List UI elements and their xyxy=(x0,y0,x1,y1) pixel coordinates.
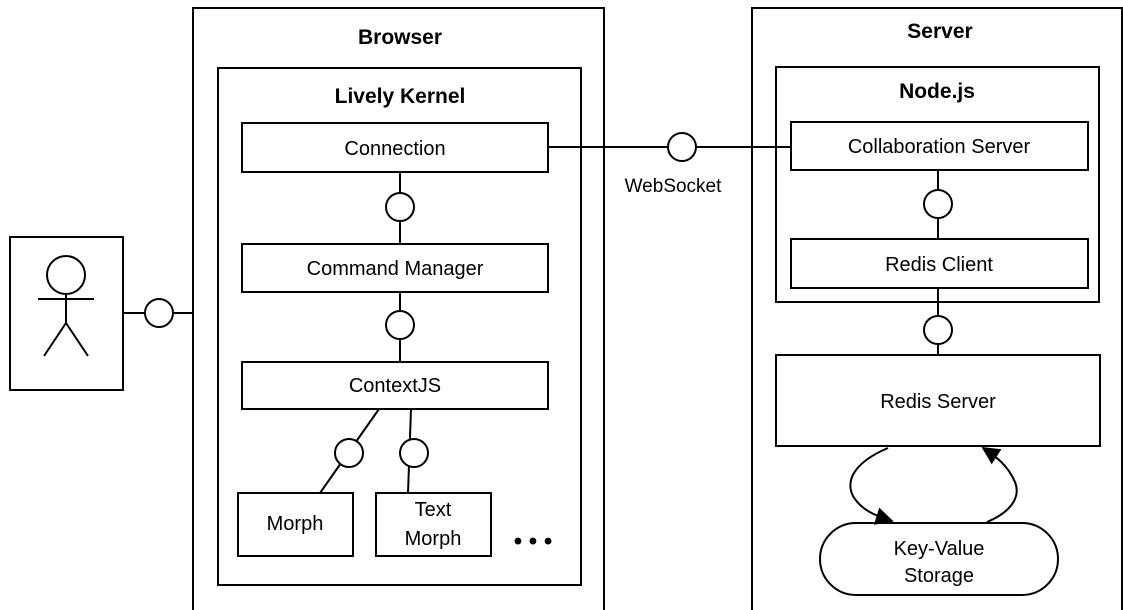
collab-redisclient-interface-icon xyxy=(923,189,953,219)
connection-label: Connection xyxy=(344,138,445,160)
morph-label: Morph xyxy=(267,513,324,535)
command-manager-label: Command Manager xyxy=(307,258,484,280)
collaboration-server-component xyxy=(790,121,1089,171)
contextjs-label: ContextJS xyxy=(349,375,441,397)
server-title: Server xyxy=(907,20,972,43)
connection-component xyxy=(241,122,549,173)
arrow-to-redis-server xyxy=(981,447,1018,523)
redis-client-label: Redis Client xyxy=(885,254,993,276)
morph-component xyxy=(237,492,354,557)
user-icon xyxy=(38,255,94,357)
key-value-storage xyxy=(819,522,1059,596)
browser-container xyxy=(192,7,605,610)
connection-command-interface-icon xyxy=(385,192,415,222)
lively-kernel-title: Lively Kernel xyxy=(335,85,466,108)
text-morph-label-line2: Morph xyxy=(405,528,462,550)
kv-storage-label-line2: Storage xyxy=(904,565,974,587)
websocket-label: WebSocket xyxy=(625,176,723,197)
command-manager-component xyxy=(241,243,549,293)
command-contextjs-interface-icon xyxy=(385,310,415,340)
user-browser-interface-icon xyxy=(144,298,174,328)
redis-server-label: Redis Server xyxy=(880,391,996,413)
contextjs-textmorph-interface-icon xyxy=(399,438,429,468)
kv-storage-label-line1: Key-Value xyxy=(894,538,985,560)
text-morph-component xyxy=(375,492,492,557)
redis-client-component xyxy=(790,238,1089,289)
collaboration-server-label: Collaboration Server xyxy=(848,136,1031,158)
redisclient-redisserver-interface-icon xyxy=(923,315,953,345)
redis-server-component xyxy=(775,354,1101,447)
server-container xyxy=(751,7,1123,610)
text-morph-label-line1: Text xyxy=(415,499,452,521)
more-components-ellipsis: • • • xyxy=(514,528,553,555)
websocket-interface-icon xyxy=(667,132,697,162)
contextjs-morph-interface-icon xyxy=(334,438,364,468)
contextjs-component xyxy=(241,361,549,410)
nodejs-title: Node.js xyxy=(899,80,975,103)
browser-title: Browser xyxy=(358,26,442,49)
arrow-to-storage xyxy=(849,447,894,525)
